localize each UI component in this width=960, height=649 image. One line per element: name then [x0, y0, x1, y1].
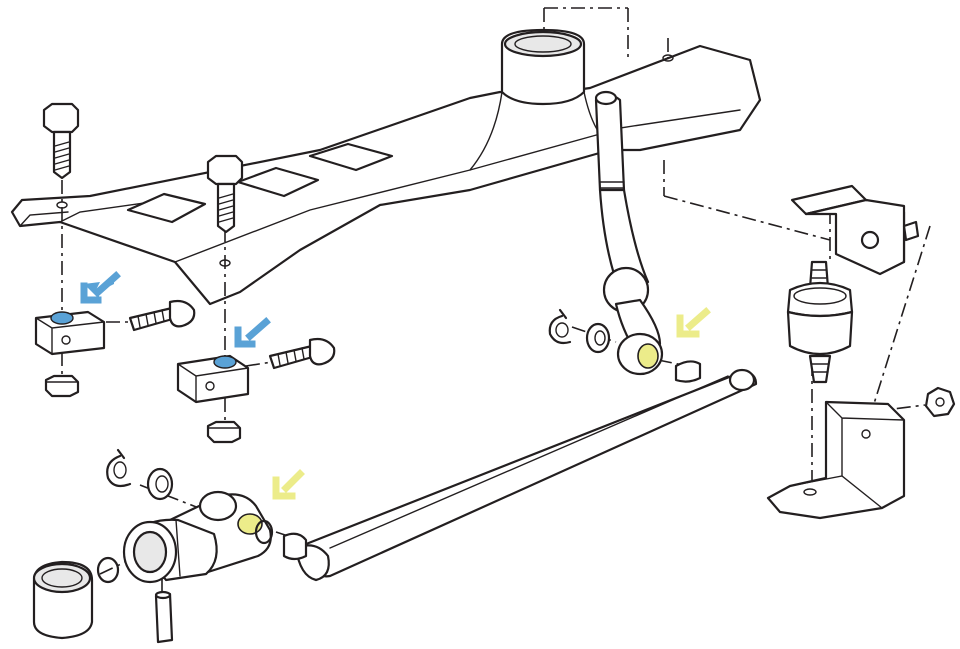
- shift-lever: [594, 90, 664, 376]
- circlip-lower: [106, 448, 132, 488]
- bolt-horizontal-left: [128, 299, 196, 332]
- support-bracket-lower: [766, 400, 906, 520]
- bolt-horizontal-right: [268, 337, 336, 370]
- blue-arrow-left: [80, 271, 121, 304]
- clamp-block-left: [34, 310, 106, 356]
- blue-highlight-right: [213, 355, 237, 369]
- o-ring-lower: [254, 519, 274, 545]
- clamp-block-right: [176, 354, 250, 404]
- plate-slot-2: [236, 166, 320, 198]
- support-bracket-upper: [790, 184, 920, 276]
- bracket-plate: [10, 28, 762, 306]
- yellow-highlight-lever-bush: [637, 343, 659, 369]
- plate-slot-3: [308, 142, 394, 172]
- rubber-mount: [786, 260, 854, 384]
- blue-arrow-right: [234, 317, 271, 348]
- nut-right: [924, 386, 956, 418]
- bracket-bolt-hole: [860, 230, 880, 250]
- shift-rod: [282, 360, 758, 582]
- nut-middle: [206, 420, 242, 444]
- o-ring-small: [96, 556, 120, 584]
- yellow-arrow-joint: [272, 469, 305, 500]
- plate-hole-right: [662, 54, 674, 62]
- nut-left: [44, 374, 80, 398]
- roll-pin: [154, 590, 174, 644]
- bolt-middle: [206, 154, 244, 234]
- circlip-upper: [548, 308, 572, 345]
- blue-highlight-left: [50, 311, 74, 325]
- bolt-left: [42, 102, 80, 180]
- plate-slot-1: [126, 192, 207, 224]
- washer-upper: [585, 322, 611, 354]
- shift-joint-housing: [122, 490, 272, 584]
- yellow-arrow-lever: [676, 307, 711, 338]
- guide-sleeve: [32, 560, 94, 640]
- washer-lower: [146, 467, 174, 501]
